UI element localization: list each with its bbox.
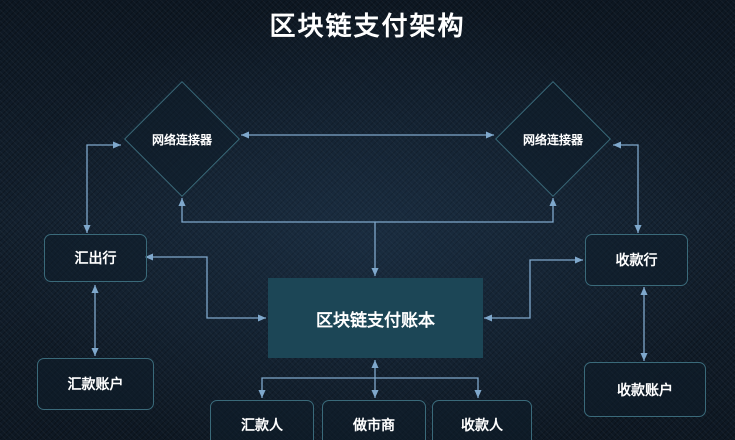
payee-box: 收款人 <box>432 400 532 440</box>
page-title: 区块链支付架构 <box>269 12 466 42</box>
ledger-box: 区块链支付账本 <box>268 278 483 358</box>
connector-left-label: 网络连接器 <box>151 133 212 147</box>
link-remitter-bank-ledger <box>145 253 266 322</box>
link-connector-left-remitter-bank <box>83 141 121 233</box>
remitter-account-box: 汇款账户 <box>37 358 154 410</box>
link-ledger-receiver-bank <box>484 256 583 322</box>
link-bottom-bar <box>258 377 482 398</box>
remitter-bank-box: 汇出行 <box>44 234 147 282</box>
remitter-box: 汇款人 <box>210 400 314 440</box>
receiver-bank-box: 收款行 <box>585 234 688 286</box>
market-maker-box: 做市商 <box>322 400 426 440</box>
link-connectors-bar <box>178 198 557 223</box>
link-connector-right-receiver-bank <box>613 141 642 233</box>
connector-right-label: 网络连接器 <box>522 133 583 147</box>
receiver-account-box: 收款账户 <box>584 362 706 417</box>
